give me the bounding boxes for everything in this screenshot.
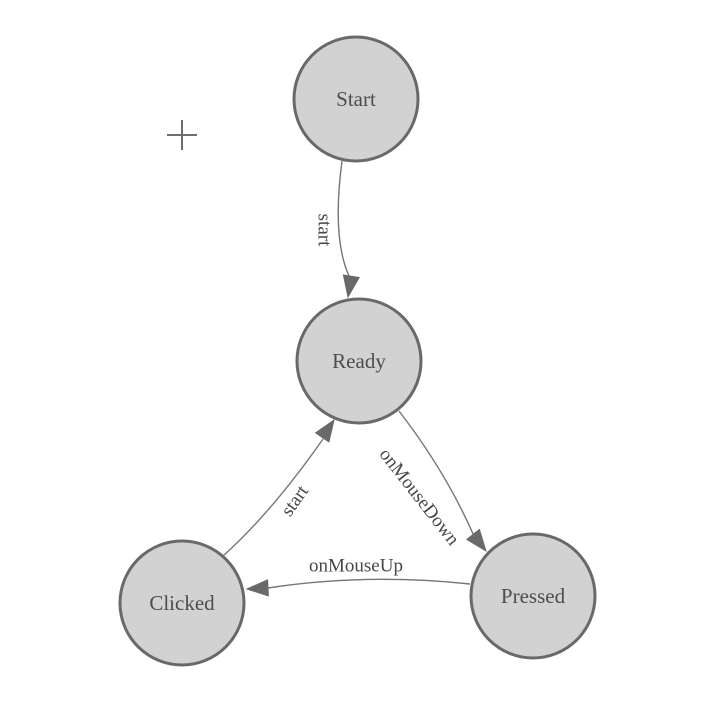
state-circle[interactable] [295, 297, 423, 425]
state-node-clicked[interactable]: Clicked [118, 539, 246, 667]
transition-pressed-clicked[interactable]: onMouseUp [245, 556, 471, 597]
state-node-label: Clicked [149, 591, 215, 615]
state-node-start[interactable]: Start [292, 35, 420, 163]
state-circle[interactable] [118, 539, 246, 667]
plus-crosshair-icon [167, 120, 197, 150]
transition-label: onMouseDown [375, 444, 464, 550]
state-node-label: Pressed [501, 584, 566, 608]
state-circle[interactable] [469, 532, 597, 660]
transition-start-ready[interactable]: start [314, 160, 360, 299]
arrowhead-icon [314, 418, 335, 443]
transition-line[interactable] [398, 410, 475, 537]
state-node-label: Start [336, 87, 376, 111]
arrowhead-icon [245, 579, 269, 597]
state-node-pressed[interactable]: Pressed [469, 532, 597, 660]
transition-line[interactable] [222, 438, 324, 557]
arrowhead-icon [342, 274, 360, 299]
transition-label: start [277, 481, 313, 520]
transition-ready-pressed[interactable]: onMouseDown [375, 410, 487, 553]
state-node-label: Ready [332, 349, 386, 373]
transition-label: start [314, 214, 335, 247]
state-node-ready[interactable]: Ready [295, 297, 423, 425]
transition-clicked-ready[interactable]: start [222, 418, 335, 557]
transition-label: onMouseUp [309, 556, 403, 577]
transition-line[interactable] [337, 160, 350, 277]
arrowhead-icon [465, 528, 487, 553]
state-circle[interactable] [292, 35, 420, 163]
transition-line[interactable] [267, 578, 471, 589]
